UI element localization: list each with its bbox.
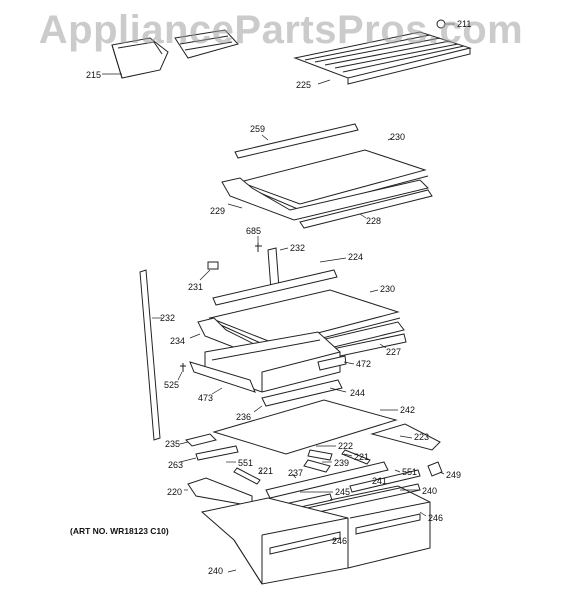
- callout-246a: 246: [428, 513, 444, 523]
- callout-551a: 551: [238, 458, 254, 468]
- callout-244: 244: [350, 388, 366, 398]
- callout-246b: 246: [332, 536, 348, 546]
- part-top-clip: [174, 29, 239, 59]
- callout-525: 525: [164, 380, 180, 390]
- callout-472: 472: [356, 359, 372, 369]
- shelf-1-frame: [221, 177, 429, 221]
- part-263-rail: [195, 445, 239, 461]
- part-231-clip: [207, 261, 219, 270]
- part-222: [307, 449, 333, 461]
- callout-473: 473: [198, 393, 214, 403]
- part-221-right: [341, 449, 371, 465]
- callout-259: 259: [250, 124, 266, 134]
- callout-232a: 232: [290, 243, 306, 253]
- part-239: [303, 459, 331, 473]
- callout-231: 231: [188, 282, 204, 292]
- callout-240b: 240: [208, 566, 224, 576]
- callout-227: 227: [386, 347, 402, 357]
- callout-237: 237: [288, 468, 304, 478]
- callout-239: 239: [334, 458, 350, 468]
- callout-223: 223: [414, 432, 430, 442]
- callout-234: 234: [170, 336, 186, 346]
- part-220-frame: [187, 477, 253, 507]
- part-232-rail: [139, 269, 161, 441]
- callout-220: 220: [167, 487, 183, 497]
- callout-230b: 230: [380, 284, 396, 294]
- part-525-screw: [180, 363, 186, 372]
- callout-245: 245: [335, 487, 351, 497]
- leader-lines: [102, 23, 455, 573]
- callout-240a: 240: [422, 486, 438, 496]
- part-259-trim: [234, 123, 359, 159]
- callout-211: 211: [457, 19, 472, 29]
- part-224-trim: [212, 269, 338, 306]
- part-235-rail: [185, 433, 217, 447]
- part-225-wire-shelf: [293, 31, 472, 85]
- art-number-caption: (ART NO. WR18123 C10): [70, 526, 169, 536]
- callout-222: 222: [338, 441, 354, 451]
- callout-551b: 551: [402, 467, 418, 477]
- callout-228: 228: [366, 216, 382, 226]
- callout-685: 685: [246, 226, 262, 236]
- callout-242: 242: [400, 405, 416, 415]
- callout-229: 229: [210, 206, 226, 216]
- callout-230a: 230: [390, 132, 406, 142]
- callout-263: 263: [168, 460, 184, 470]
- callout-221a: 221: [354, 452, 370, 462]
- callout-235: 235: [165, 439, 181, 449]
- callout-241: 241: [372, 476, 388, 486]
- part-249-clip: [427, 461, 443, 477]
- callout-232b: 232: [160, 313, 176, 323]
- part-211-knob: [436, 19, 446, 29]
- part-221-left: [233, 467, 261, 485]
- part-237-cover: [265, 461, 389, 499]
- callout-225: 225: [296, 80, 312, 90]
- part-228-trim: [299, 189, 433, 229]
- part-241-cover: [349, 469, 421, 493]
- callout-215: 215: [86, 70, 102, 80]
- crisper-drawers: [200, 485, 431, 585]
- part-215-bin: [111, 37, 169, 79]
- callout-221b: 221: [258, 466, 274, 476]
- part-685-screw: [255, 243, 262, 252]
- crisper-frame: [189, 331, 347, 407]
- callout-249: 249: [446, 470, 462, 480]
- part-242-glass: [212, 399, 398, 455]
- callout-236: 236: [236, 412, 252, 422]
- callout-224: 224: [348, 252, 364, 262]
